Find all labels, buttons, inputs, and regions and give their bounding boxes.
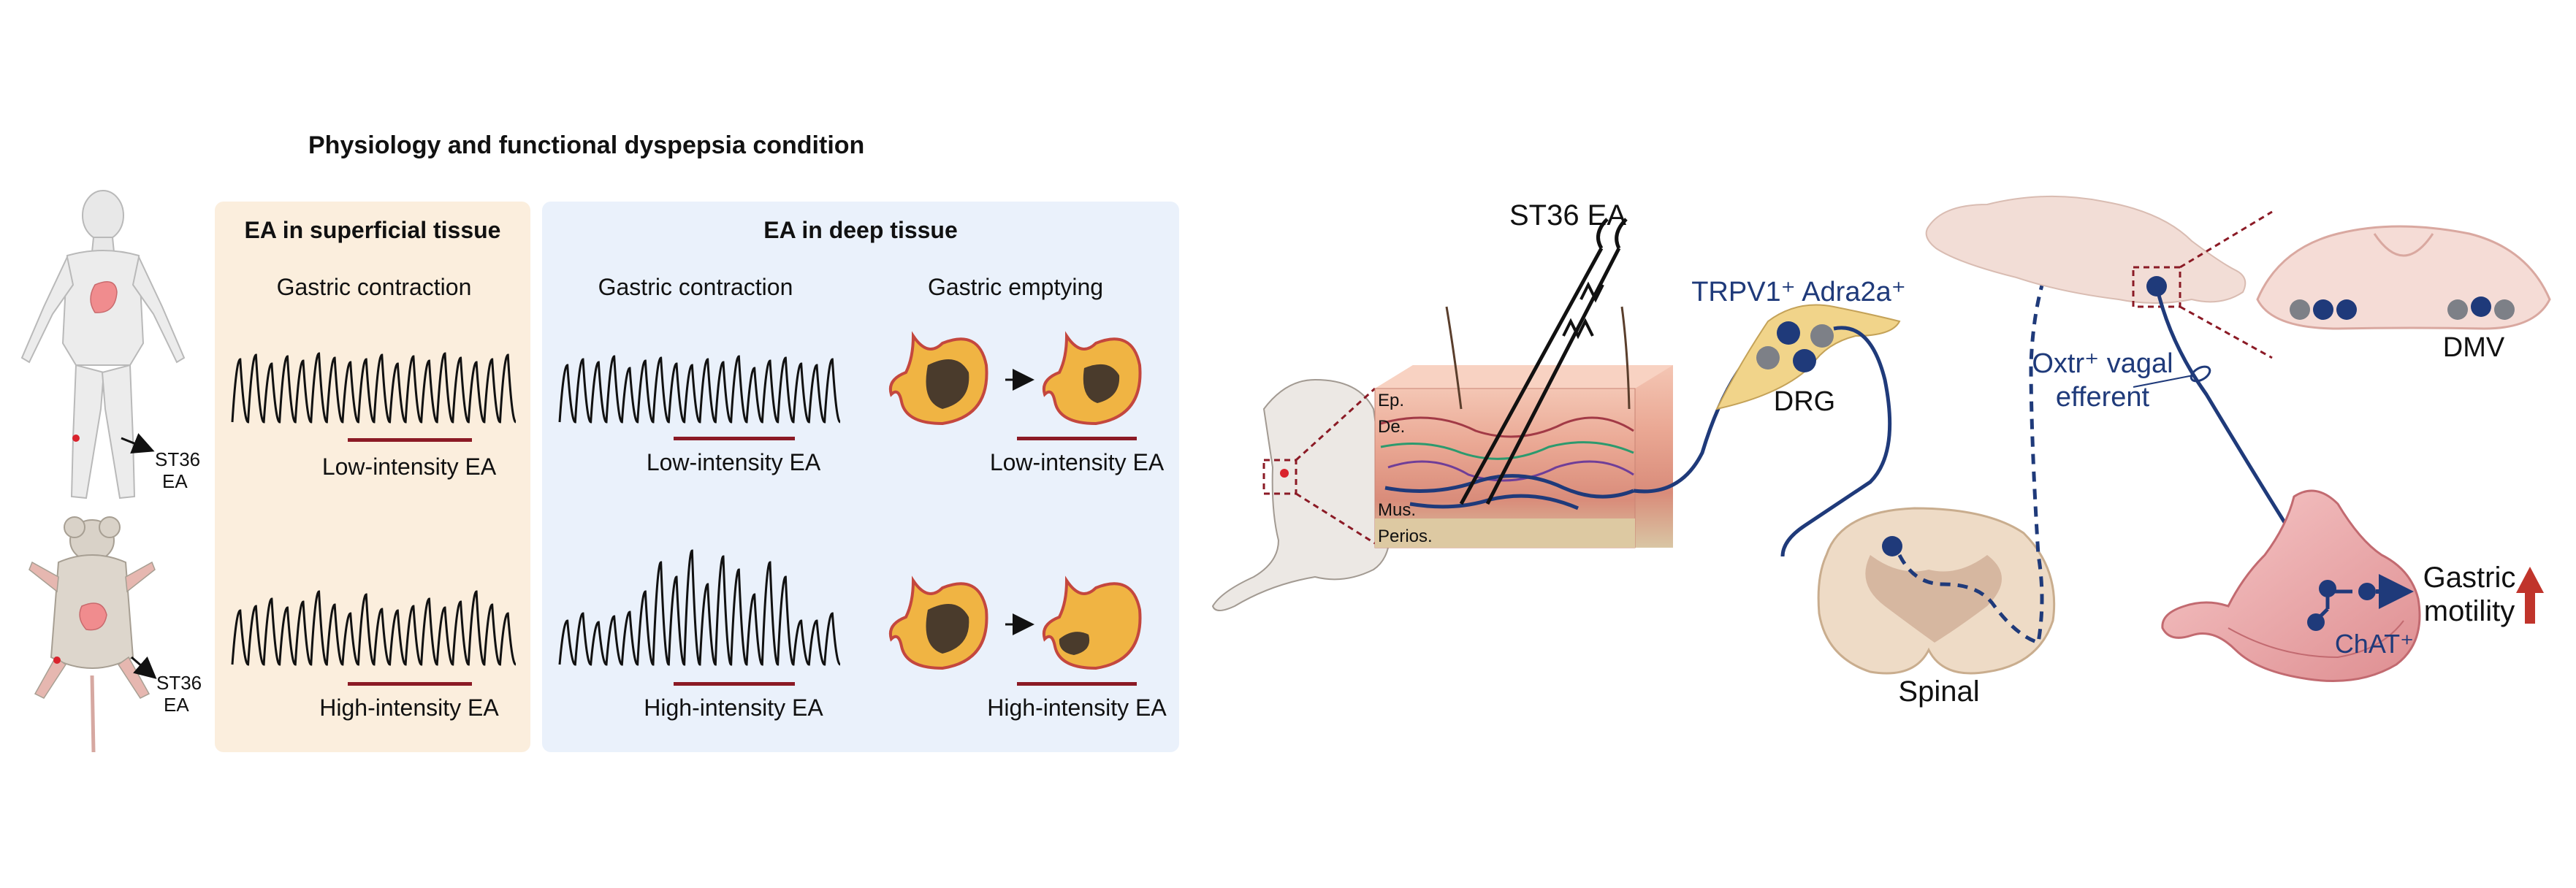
vagal-label-line2: efferent xyxy=(2056,382,2150,413)
spinal-label: Spinal xyxy=(1898,675,1979,708)
drg-label: DRG xyxy=(1774,386,1835,417)
vagal-nerve-marker xyxy=(2190,365,2211,383)
superficial-high-trace xyxy=(231,590,517,666)
deep-box-title: EA in deep tissue xyxy=(763,217,958,243)
superficial-low-bar xyxy=(348,438,472,442)
outcome-label-line1: Gastric xyxy=(2423,562,2516,594)
drg-to-spinal-nerve xyxy=(1780,326,1892,557)
superficial-high-bar xyxy=(348,682,472,686)
mouse-figure-illustration xyxy=(28,516,156,753)
layer-label-ep: Ep. xyxy=(1378,391,1404,410)
stomach-icon-low-after xyxy=(1043,331,1142,426)
dmv-zoom-illustration xyxy=(2256,225,2551,330)
human-st36-pointer xyxy=(121,433,155,454)
deep-low-label-emptying: Low-intensity EA xyxy=(990,449,1165,475)
stomach-icon-high-after xyxy=(1043,575,1142,670)
superficial-box-title: EA in superficial tissue xyxy=(245,217,501,243)
mouse-hindlimb-illustration xyxy=(1211,378,1391,611)
left-panel-heading: Physiology and functional dyspepsia cond… xyxy=(308,131,864,159)
superficial-low-trace xyxy=(231,352,517,424)
human-figure-illustration xyxy=(20,190,186,500)
spinal-cord-illustration xyxy=(1817,507,2056,675)
emptying-high-bar xyxy=(1017,682,1137,686)
chat-neuron-3 xyxy=(2307,613,2325,631)
deep-high-trace xyxy=(558,549,841,666)
chat-neuron-2 xyxy=(2358,583,2376,600)
superficial-high-label: High-intensity EA xyxy=(319,694,499,721)
emptying-low-bar xyxy=(1017,437,1137,440)
chat-neuron-1 xyxy=(2319,580,2336,597)
layer-label-perios: Perios. xyxy=(1378,527,1433,546)
deep-high-label-contraction: High-intensity EA xyxy=(644,694,823,721)
deep-low-bar xyxy=(674,437,795,440)
vagal-label-leader xyxy=(2133,375,2194,388)
needle-label: ST36 EA xyxy=(1509,199,1626,231)
outcome-label-line2: motility xyxy=(2424,595,2515,627)
brain-illustration xyxy=(1925,195,2273,359)
deep-low-label-contraction: Low-intensity EA xyxy=(647,449,821,475)
superficial-column-title: Gastric contraction xyxy=(277,274,472,300)
deep-emptying-title: Gastric emptying xyxy=(928,274,1103,300)
stomach-icon-low-before xyxy=(889,331,988,426)
acupuncture-needles xyxy=(1459,218,1628,505)
chat-label: ChAT⁺ xyxy=(2335,629,2414,659)
dmv-label: DMV xyxy=(2443,332,2505,363)
layer-label-mus: Mus. xyxy=(1378,500,1416,520)
deep-contraction-title: Gastric contraction xyxy=(598,274,793,300)
vagal-label-line1: Oxtr⁺ vagal xyxy=(2032,348,2173,379)
mouse-st36-pointer xyxy=(131,656,157,679)
stomach-illustration xyxy=(2161,489,2421,682)
deep-low-trace xyxy=(558,355,842,424)
superficial-tissue-box xyxy=(215,202,530,752)
drg-marker-label: TRPV1⁺ Adra2a⁺ xyxy=(1691,277,1906,307)
deep-high-bar xyxy=(674,682,795,686)
stomach-icon-high-before xyxy=(889,575,988,670)
superficial-low-label: Low-intensity EA xyxy=(322,453,497,480)
tissue-block-illustration xyxy=(1374,306,1673,548)
deep-high-label-emptying: High-intensity EA xyxy=(987,694,1167,721)
layer-label-de: De. xyxy=(1378,417,1405,437)
increase-arrow-icon xyxy=(2516,567,2544,624)
